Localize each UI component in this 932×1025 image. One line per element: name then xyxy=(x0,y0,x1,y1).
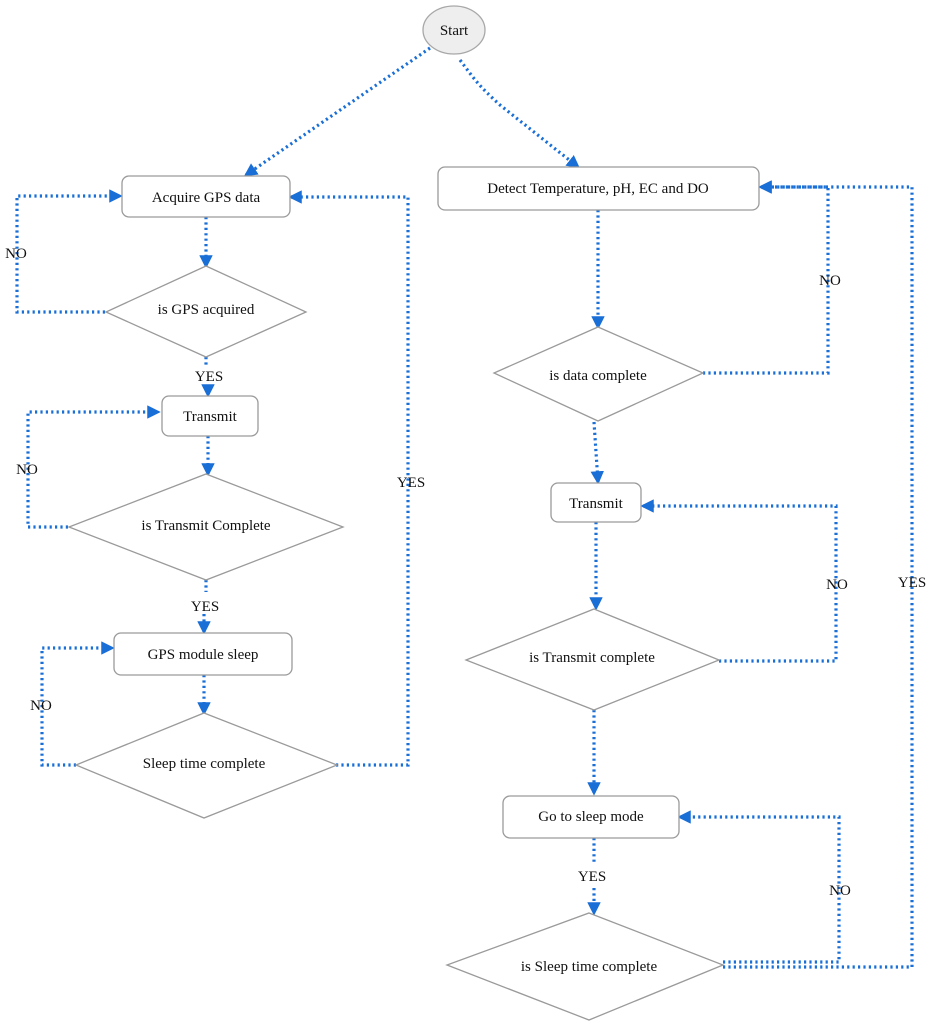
sleep-left-no-label: NO xyxy=(30,698,52,714)
sleep-right-yes-label: YES xyxy=(898,575,926,591)
gps-yes-label: YES xyxy=(195,369,223,385)
acquire-gps-label: Acquire GPS data xyxy=(152,190,261,206)
edge-labels: NO YES NO YES NO YES NO NO YES NO YES xyxy=(5,246,926,899)
connector-start-to-detect-sensors xyxy=(458,59,581,169)
connector-sleep-right-yes-loop xyxy=(723,180,914,969)
gps-module-sleep-label: GPS module sleep xyxy=(148,647,259,663)
connector-sleep-left-yes-loop xyxy=(288,190,410,767)
sleep-right-no-label: NO xyxy=(829,883,851,899)
connector-sleep-right-no-loop xyxy=(677,810,841,964)
transmit-left-no-label: NO xyxy=(16,462,38,478)
detect-sensors-node: Detect Temperature, pH, EC and DO xyxy=(437,166,760,211)
sleep-time-complete-left-decision: Sleep time complete xyxy=(74,712,339,819)
transmit-right-label: Transmit xyxy=(569,496,623,512)
connector-data-no-loop xyxy=(703,180,830,375)
is-sleep-time-complete-right-decision: is Sleep time complete xyxy=(445,912,725,1021)
is-sleep-time-complete-right-label: is Sleep time complete xyxy=(521,959,658,975)
transmit-left-yes-label: YES xyxy=(191,599,219,615)
data-no-label: NO xyxy=(819,273,841,289)
sleep-left-yes-label: YES xyxy=(397,475,425,491)
connector-transmit-left-yes-to-sleep xyxy=(204,580,206,632)
sleep-mode-yes-label: YES xyxy=(578,869,606,885)
is-transmit-complete-left-label: is Transmit Complete xyxy=(141,518,271,534)
is-gps-acquired-decision: is GPS acquired xyxy=(104,265,308,358)
connector-gps-yes-to-transmit xyxy=(206,357,208,395)
connector-gps-no-loop xyxy=(15,189,123,314)
is-data-complete-decision: is data complete xyxy=(492,326,705,422)
connector-transmit-left-no-loop xyxy=(26,405,161,529)
start-label: Start xyxy=(440,23,469,39)
connector-data-yes-to-transmit xyxy=(590,421,604,485)
connector-start-to-acquire-gps xyxy=(243,46,431,177)
start-node: Start xyxy=(422,5,486,55)
go-to-sleep-mode-label: Go to sleep mode xyxy=(538,809,644,825)
is-transmit-complete-right-label: is Transmit complete xyxy=(529,650,655,666)
connector-sleep-left-no-loop xyxy=(40,641,115,767)
connector-transmit-right-no-loop xyxy=(640,499,838,663)
transmit-left-node: Transmit xyxy=(161,395,259,437)
connectors xyxy=(15,46,914,969)
transmit-right-no-label: NO xyxy=(826,577,848,593)
transmit-left-label: Transmit xyxy=(183,409,237,425)
sleep-time-complete-left-label: Sleep time complete xyxy=(143,756,266,772)
is-gps-acquired-label: is GPS acquired xyxy=(158,302,255,318)
gps-no-label: NO xyxy=(5,246,27,262)
go-to-sleep-mode-node: Go to sleep mode xyxy=(502,795,680,839)
is-transmit-complete-right-decision: is Transmit complete xyxy=(464,608,721,711)
detect-sensors-label: Detect Temperature, pH, EC and DO xyxy=(487,181,709,197)
transmit-right-node: Transmit xyxy=(550,482,642,523)
is-transmit-complete-left-decision: is Transmit Complete xyxy=(67,473,345,581)
is-data-complete-label: is data complete xyxy=(549,368,647,384)
acquire-gps-node: Acquire GPS data xyxy=(121,175,291,218)
gps-module-sleep-node: GPS module sleep xyxy=(113,632,293,676)
